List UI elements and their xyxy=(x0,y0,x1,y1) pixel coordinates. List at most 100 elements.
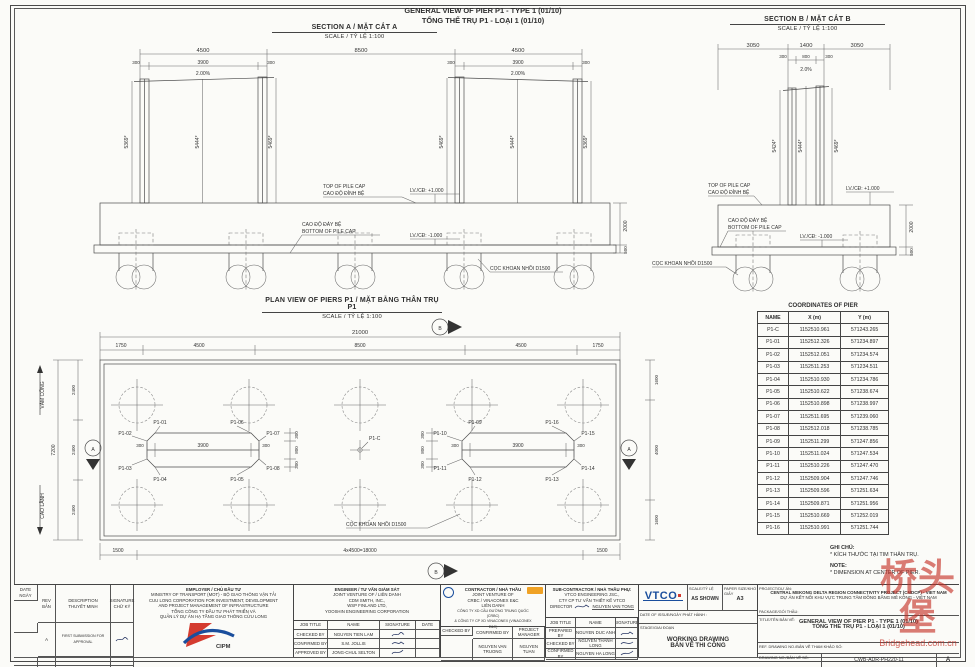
engineer-line: YOOSHIN ENGINEERING CORPORATION xyxy=(325,608,409,614)
eng-date xyxy=(416,630,440,640)
drawing-title-label: TITLE/TÊN BẢN VẼ: xyxy=(759,617,795,622)
subcontractor-panel: SUB-CONTRACTOR / NHÀ THẦU PHỤ: VTCO ENGI… xyxy=(546,585,639,660)
section-b-scale: SCALE / TỶ LỆ 1:100 xyxy=(777,26,838,32)
dim-label: 2400 xyxy=(71,384,76,395)
dim-label: 800 xyxy=(420,446,425,454)
dim-label: 3900 xyxy=(512,60,523,66)
dim-label: 3900 xyxy=(512,443,523,449)
contractor-line: CRBC / VINACONEX E&C xyxy=(467,597,519,603)
dim-label: 2000 xyxy=(623,220,629,231)
project-name-en: CENTRAL MEKONG DELTA REGION CONNECTIVITY… xyxy=(770,590,947,595)
engineer-line: CDM SMITH, INC., xyxy=(348,597,386,603)
rev-cell xyxy=(14,623,38,634)
slope-label: 2.0% xyxy=(800,67,812,73)
svg-text:CIPM: CIPM xyxy=(216,644,231,650)
section-b-heading: SECTION B / MẶT CẮT B SCALE / TỶ LỆ 1:10… xyxy=(730,16,885,32)
scale-value: AS SHOWN xyxy=(691,595,719,602)
dim-label: 300 xyxy=(294,461,299,469)
dim-label: 500 xyxy=(909,248,914,256)
engineer-line: JOINT VENTURE OF / LIÊN DANH xyxy=(333,592,401,598)
dim-label: 1600 xyxy=(654,514,659,525)
height-dim-label: 5424* xyxy=(772,139,778,152)
revision-letter: A xyxy=(945,656,951,663)
point-label: P1-16 xyxy=(545,420,559,426)
sub-signature xyxy=(616,638,638,650)
point-label: P1-03 xyxy=(118,466,132,472)
ref-drawing-label: REF. DRAWING NO./BẢN VẼ THAM KHẢO SỐ: xyxy=(758,643,959,654)
th-date: DATE xyxy=(416,621,440,631)
drawing-no-label: DRAWING NO./BẢN VẼ SỐ: xyxy=(758,654,822,667)
dim-label: 1750 xyxy=(592,343,603,349)
th-name: NAME xyxy=(576,618,616,629)
plan-view-drawing: 21000 1750 4500 8500 4500 1750 xyxy=(37,318,659,580)
employer-line: QUẢN LÝ DỰ ÁN HẠ TẦNG GIAO THÔNG CỬU LON… xyxy=(159,614,268,620)
callout-label: CAO ĐỘ ĐÁY BỆ xyxy=(728,216,768,224)
dim-label: 2000 xyxy=(909,221,915,232)
sheet-border-inner xyxy=(14,8,961,658)
dim-label: 300 xyxy=(132,60,140,65)
level-label: LV./CĐ: +1.000 xyxy=(846,186,880,192)
dim-label: 800 xyxy=(294,446,299,454)
piles xyxy=(115,229,595,291)
sub-signature xyxy=(616,649,638,660)
dim-label: 2400 xyxy=(71,444,76,455)
svg-text:A: A xyxy=(91,447,95,453)
subcontractor-line: CTY CP TƯ VẤN THIẾT KẾ VTCO xyxy=(558,597,626,603)
revision-empty-row xyxy=(14,657,134,666)
point-label: P1-08 xyxy=(266,466,280,472)
dim-label: 300 xyxy=(582,60,590,65)
director-signature xyxy=(575,604,590,609)
sub-name: NGUYEN THANH LONG xyxy=(576,638,616,650)
subcontractor-line: VTCO ENGINEERING JSC., xyxy=(564,592,620,598)
sub-name: NGUYEN HA LONG xyxy=(576,649,616,660)
section-a-marker: A xyxy=(84,439,102,470)
date-of-issue-label: DATE OF ISSUE/NGÀY PHÁT HÀNH : xyxy=(639,611,757,624)
sub-signature xyxy=(616,628,638,639)
callout-label: BOTTOM OF PILE CAP xyxy=(728,225,782,231)
package-label: PACKAGE/GÓI THẦU: xyxy=(759,608,799,614)
eng-signature xyxy=(380,639,416,649)
eng-name: S.M. JOLLIS xyxy=(328,639,380,649)
col-header-x: X (m) xyxy=(787,310,842,325)
employer-line: EMPLOYER / CHỦ ĐẦU TƯ xyxy=(186,587,241,592)
paper-size-label: PAPER SIZE/KHỔ GIẤY xyxy=(724,586,757,597)
point-label: P1-11 xyxy=(434,466,447,472)
note-en: NOTE: * DIMENSION AT CENTER OF PIER. xyxy=(830,563,920,577)
level-label: LV./CĐ: +1.000 xyxy=(410,188,444,194)
svg-text:B: B xyxy=(434,570,438,576)
engineer-line: WSP FINLAND LTD, xyxy=(347,603,387,609)
dim-label: 4500 xyxy=(515,343,526,349)
dim-label: 21000 xyxy=(352,330,368,336)
height-dim-label: 5469* xyxy=(439,135,445,148)
sub-role: PREPARED BY xyxy=(546,628,576,639)
th-job-title: JOB TITLE xyxy=(546,618,576,629)
con-checked-cell xyxy=(441,638,473,661)
employer-panel: EMPLOYER / CHỦ ĐẦU TƯ MINISTRY OF TRANSP… xyxy=(134,585,294,657)
dim-label: 1500 xyxy=(596,548,607,554)
section-a-scale: SCALE / TỶ LỆ 1:100 xyxy=(324,34,385,40)
eng-role: CHECKED BY xyxy=(294,630,328,640)
drawing-no-value: CWB-ADR-PH220-11 xyxy=(822,654,937,667)
section-b-marker: B xyxy=(427,562,458,580)
point-label: P1-10 xyxy=(433,431,447,437)
coordinates-table-title: COORDINATES OF PIER xyxy=(788,303,858,309)
height-dim-label: 5444* xyxy=(195,135,201,148)
section-b-marker: B xyxy=(431,318,462,336)
note-en-text: * DIMENSION AT CENTER OF PIER. xyxy=(830,570,920,576)
dim-label: 3900 xyxy=(197,60,208,66)
direction-label: CAO LÃNH xyxy=(39,493,46,519)
con-confirmed-cell: NGUYEN VAN TRUONG xyxy=(472,638,514,661)
con-pm-cell: NGUYEN TUAN xyxy=(513,638,545,661)
dim-label: 1750 xyxy=(115,343,126,349)
section-a-drawing: 4500 8500 4500 300 3900 300 300 3900 300… xyxy=(93,48,629,291)
